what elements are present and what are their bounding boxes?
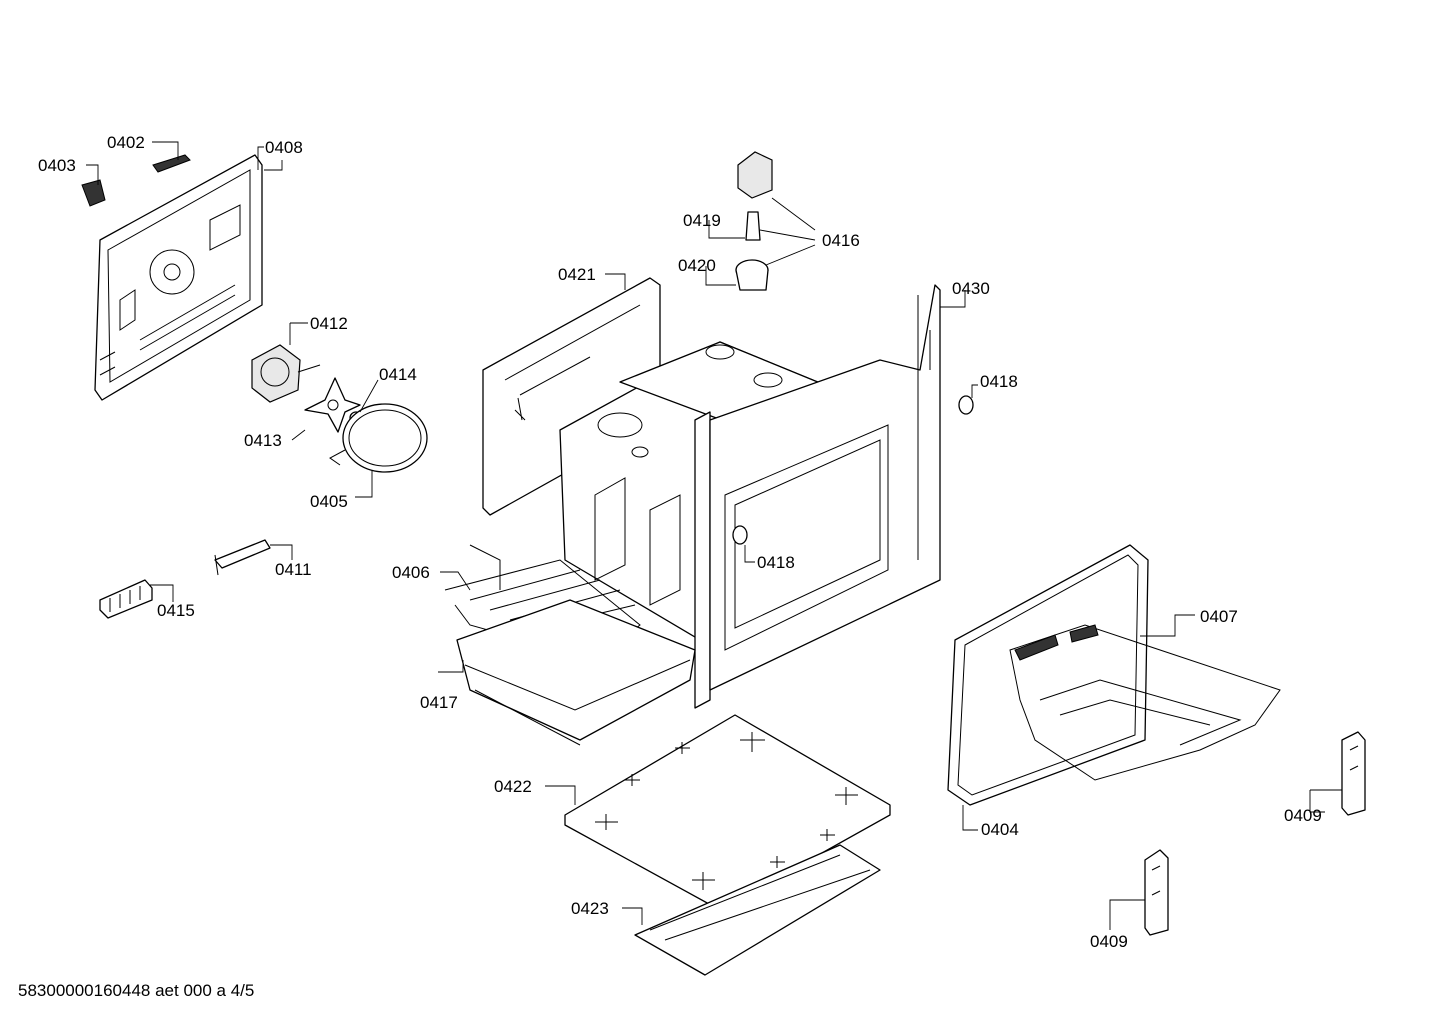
fan-motor-0412[interactable] <box>251 344 321 403</box>
sensor-0411[interactable] <box>214 539 271 576</box>
hinge-0409-right[interactable] <box>1341 731 1366 816</box>
label-0411: 0411 <box>275 560 312 579</box>
label-0423: 0423 <box>571 899 609 918</box>
bracket-0403[interactable] <box>81 179 106 207</box>
ring-heater-0405[interactable] <box>329 403 428 473</box>
part-labels: 0402 0403 0408 0412 0414 0413 0405 0411 … <box>38 133 1322 951</box>
label-0416: 0416 <box>822 231 860 250</box>
lamp-holder-0418-upper[interactable] <box>958 395 974 415</box>
label-0413: 0413 <box>244 431 282 450</box>
connector-0402[interactable] <box>152 154 191 173</box>
drawing-reference: 58300000160448 aet 000 a 4/5 <box>18 981 255 1000</box>
label-0419: 0419 <box>683 211 721 230</box>
label-0404: 0404 <box>981 820 1019 839</box>
bottom-plate-0422[interactable] <box>564 714 891 911</box>
fan-blade-0413[interactable] <box>304 377 361 433</box>
insulation-0417[interactable] <box>456 599 696 746</box>
label-0414: 0414 <box>379 365 417 384</box>
hinge-0409-bottom[interactable] <box>1144 849 1169 936</box>
lamp-socket-0420[interactable] <box>735 259 769 291</box>
label-0418-upper: 0418 <box>980 372 1018 391</box>
label-0422: 0422 <box>494 777 532 796</box>
label-0420: 0420 <box>678 256 716 275</box>
label-0409-right: 0409 <box>1284 806 1322 825</box>
label-0415: 0415 <box>157 601 195 620</box>
label-0418-lower: 0418 <box>757 553 795 572</box>
label-0417: 0417 <box>420 693 458 712</box>
front-frame-0430[interactable] <box>694 284 941 709</box>
leader-lines <box>86 141 1342 930</box>
label-0407: 0407 <box>1200 607 1238 626</box>
label-0408: 0408 <box>265 138 303 157</box>
door-seal-0404[interactable] <box>947 544 1149 806</box>
label-0405: 0405 <box>310 492 348 511</box>
terminal-block-0415[interactable] <box>99 579 153 619</box>
label-0406: 0406 <box>392 563 430 582</box>
lamp-holder-0418-lower[interactable] <box>732 525 748 545</box>
label-0430: 0430 <box>952 279 990 298</box>
grill-heater-0407[interactable] <box>1009 624 1281 781</box>
rear-panel-0408[interactable] <box>94 154 263 401</box>
label-0403: 0403 <box>38 156 76 175</box>
label-0402: 0402 <box>107 133 145 152</box>
label-0409-bottom: 0409 <box>1090 932 1128 951</box>
label-0421: 0421 <box>558 265 596 284</box>
label-0412: 0412 <box>310 314 348 333</box>
lamp-cover-0416[interactable] <box>737 151 773 199</box>
lamp-bulb-0419[interactable] <box>745 211 761 241</box>
tray-0423[interactable] <box>634 844 881 976</box>
